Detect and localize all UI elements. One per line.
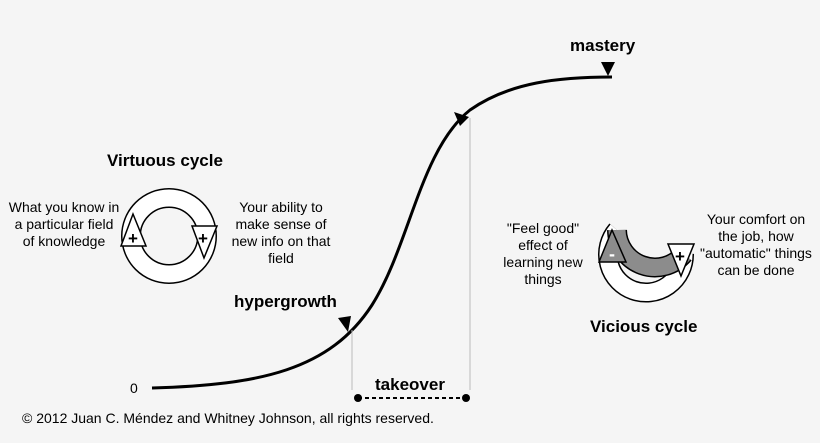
virtuous-left-text: What you know in a particular field of k… [8, 199, 120, 249]
takeover-end-dot [462, 394, 470, 402]
copyright-notice: © 2012 Juan C. Méndez and Whitney Johnso… [22, 410, 434, 426]
hypergrowth-label: hypergrowth [234, 292, 337, 311]
virtuous-right-text: Your ability to make sense of new info o… [231, 199, 331, 266]
s-curve [151, 75, 613, 390]
virtuous-cycle-icon [119, 188, 219, 284]
vicious-left-text: "Feel good" effect of learning new thing… [503, 220, 583, 287]
hypergrowth-marker [338, 316, 351, 332]
origin-zero-label: 0 [130, 380, 138, 396]
mastery-marker [601, 62, 615, 76]
vicious-right-sign: + [675, 247, 685, 266]
virtuous-right-sign: + [198, 229, 208, 248]
vicious-cycle-title: Vicious cycle [590, 317, 698, 336]
vicious-cycle-icon [597, 223, 696, 303]
vicious-right-text: Your comfort on the job, how "automatic"… [700, 211, 812, 278]
virtuous-left-sign: + [128, 229, 138, 248]
takeover-label: takeover [375, 375, 445, 394]
mastery-label: mastery [570, 36, 636, 55]
inflection-marker [454, 112, 469, 126]
vicious-left-sign: - [609, 244, 615, 264]
virtuous-cycle-title: Virtuous cycle [107, 151, 223, 170]
takeover-start-dot [354, 394, 362, 402]
